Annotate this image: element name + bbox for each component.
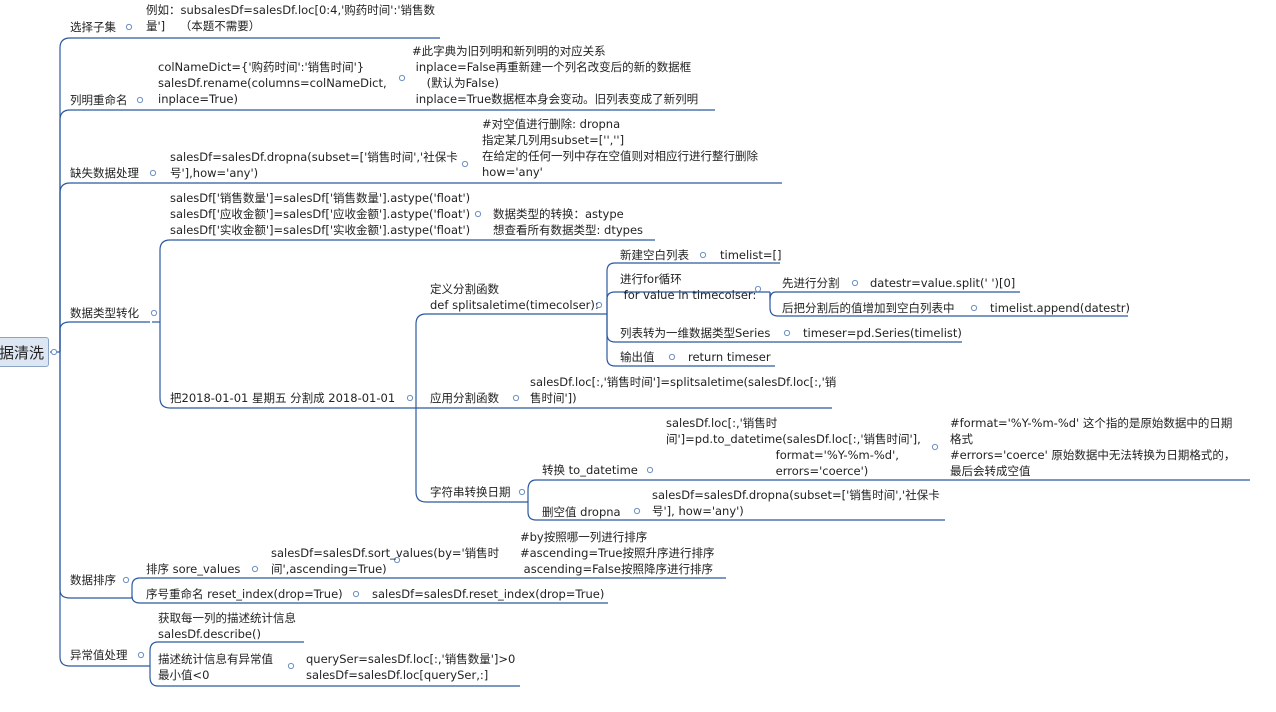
node-append[interactable]: 后把分割后的值增加到空白列表中 (782, 301, 955, 315)
node-split-task[interactable]: 把2018-01-01 星期五 分割成 2018-01-01 (170, 391, 396, 405)
drop-null-code: salesDf=salesDf.dropna(subset=['销售时间','社… (652, 488, 940, 518)
subset-example: 例如：subsalesDf=salesDf.loc[0:4,'购药时间':'销售… (146, 3, 436, 33)
append-code: timelist.append(datestr) (990, 301, 1130, 315)
rename-note: #此字典为旧列明和新列明的对应关系 inplace=False再重新建一个列名改… (412, 44, 699, 106)
node-describe[interactable]: 获取每一列的描述统计信息 salesDf.describe() (158, 611, 296, 641)
node-outlier[interactable]: 异常值处理 (70, 648, 128, 662)
sort-code: salesDf=salesDf.sort_values(by='销售时 间',a… (271, 546, 500, 576)
convert-note: #format='%Y-%m-%d' 这个指的是原始数据中的日期 格式 #err… (950, 416, 1236, 478)
node-new-list[interactable]: 新建空白列表 (620, 248, 689, 262)
sort-note: #by按照哪一列进行排序 #ascending=True按照升序进行排序 asc… (520, 530, 715, 576)
node-str2date[interactable]: 字符串转换日期 (430, 485, 511, 499)
node-subset[interactable]: 选择子集 (70, 20, 116, 34)
series-code: timeser=pd.Series(timelist) (803, 326, 962, 340)
root-node[interactable]: 据清洗 (0, 337, 49, 367)
missing-note: #对空值进行删除: dropna 指定某几列用subset=['',''] 在给… (482, 117, 758, 179)
abnormal-code: querySer=salesDf.loc[:,'销售数量']>0 salesDf… (306, 652, 516, 682)
node-rename[interactable]: 列明重命名 (70, 93, 128, 107)
node-missing[interactable]: 缺失数据处理 (70, 166, 139, 180)
node-for-loop[interactable]: 进行for循环 for value in timecolser: (620, 272, 757, 302)
apply-code: salesDf.loc[:,'销售时间']=splitsaletime(sale… (530, 375, 837, 405)
node-split-first[interactable]: 先进行分割 (782, 276, 840, 290)
node-sort-values[interactable]: 排序 sore_values (146, 562, 241, 576)
node-to-series[interactable]: 列表转为一维数据类型Series (620, 326, 771, 340)
convert-code: salesDf.loc[:,'销售时 间']=pd.to_datetime(sa… (666, 416, 921, 478)
output-code: return timeser (688, 350, 771, 364)
node-dtype[interactable]: 数据类型转化 (70, 306, 139, 320)
split-code: datestr=value.split(' ')[0] (870, 276, 1016, 290)
node-apply[interactable]: 应用分割函数 (430, 391, 499, 405)
node-reset-index[interactable]: 序号重命名 reset_index(drop=True) (146, 587, 343, 601)
node-define-func[interactable]: 定义分割函数 def splitsaletime(timecolser): (430, 282, 599, 312)
node-convert[interactable]: 转换 to_datetime (542, 463, 638, 477)
node-output[interactable]: 输出值 (620, 350, 655, 364)
node-sort[interactable]: 数据排序 (70, 573, 116, 587)
new-list-code: timelist=[] (720, 248, 782, 262)
astype-code: salesDf['销售数量']=salesDf['销售数量'].astype('… (170, 191, 471, 237)
node-drop-null[interactable]: 删空值 dropna (542, 505, 621, 519)
missing-code: salesDf=salesDf.dropna(subset=['销售时间','社… (170, 150, 458, 180)
rename-code: colNameDict={'购药时间':'销售时间'} salesDf.rena… (158, 60, 387, 106)
node-abnormal[interactable]: 描述统计信息有异常值 最小值<0 (158, 652, 273, 682)
astype-note: 数据类型的转换：astype 想查看所有数据类型: dtypes (493, 207, 644, 237)
reset-code: salesDf=salesDf.reset_index(drop=True) (372, 587, 605, 601)
